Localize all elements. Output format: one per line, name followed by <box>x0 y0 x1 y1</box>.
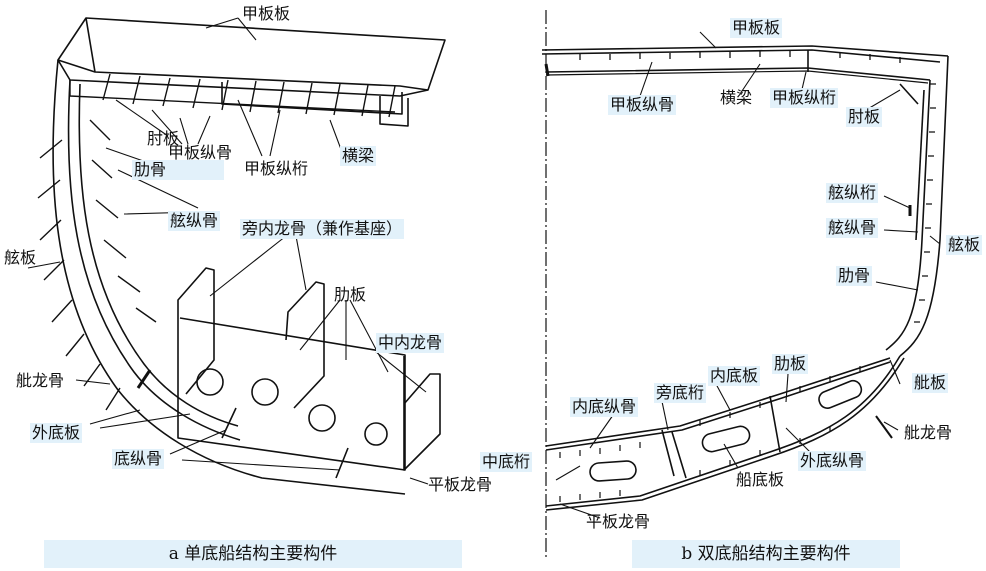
left-side-girder-1 <box>177 267 215 395</box>
right-label-inner-bottom-longitudinal: 内底纵骨 <box>570 397 639 417</box>
left-bottom-longitudinals <box>221 407 349 479</box>
left-label-deck-girder: 甲板纵桁 <box>244 159 309 178</box>
right-label-bottom-plate: 船底板 <box>736 470 785 489</box>
single-bottom-hull-drawing <box>37 17 446 495</box>
left-deck-girder <box>221 82 409 127</box>
right-side-shell <box>899 55 949 357</box>
left-side-longitudinals <box>37 119 157 411</box>
right-lightening-hole-3 <box>818 379 863 409</box>
right-lightening-hole-2 <box>701 425 751 453</box>
right-label-bilge-plate: 舭板 <box>912 373 949 393</box>
right-bracket <box>899 83 919 105</box>
right-label-flat-keel: 平板龙骨 <box>586 512 651 531</box>
right-deck-longitudinals <box>579 51 901 63</box>
left-label-side-girder: 旁内龙骨（兼作基座） <box>240 219 405 239</box>
caption-single-bottom: a 单底船结构主要构件 <box>44 540 462 568</box>
right-label-bracket: 肘板 <box>846 107 883 127</box>
left-side-shell <box>52 59 406 495</box>
left-label-beam: 横梁 <box>340 146 377 166</box>
right-label-deck-longitudinal: 甲板纵骨 <box>608 95 677 115</box>
right-label-bilge-keel: 舭龙骨 <box>904 423 953 442</box>
right-bilge-keel <box>875 415 893 439</box>
left-label-bracket: 肘板 <box>147 129 180 148</box>
left-label-bottom-longitudinal: 底纵骨 <box>112 449 165 469</box>
right-label-frame: 肋骨 <box>836 266 873 286</box>
right-label-side-longitudinal: 舷纵骨 <box>826 218 879 238</box>
right-lightening-hole-1 <box>589 460 637 482</box>
double-bottom-hull-drawing <box>541 10 949 560</box>
right-label-inner-bottom-plate: 内底板 <box>708 366 761 386</box>
right-side-girder <box>661 429 675 477</box>
left-label-deck-longitudinal: 甲板纵骨 <box>168 143 233 162</box>
left-label-bilge-keel: 舭龙骨 <box>16 371 65 390</box>
right-label-side-plate: 舷板 <box>946 235 983 255</box>
right-label-beam: 横梁 <box>720 88 753 107</box>
left-center-keelson <box>403 356 441 471</box>
right-label-bottom-longitudinal: 外底纵骨 <box>798 451 867 471</box>
right-label-floor: 肋板 <box>772 354 809 374</box>
caption-double-bottom: b 双底船结构主要构件 <box>632 540 900 568</box>
right-label-side-stringer: 舷纵桁 <box>826 183 879 203</box>
left-label-flat-keel: 平板龙骨 <box>428 475 493 494</box>
left-label-frame: 肋骨 <box>132 160 224 180</box>
right-outer-bottom <box>545 355 901 507</box>
right-label-deck-girder: 甲板纵桁 <box>770 88 839 108</box>
left-side-girder-2 <box>285 281 325 409</box>
left-leader-lines <box>27 17 429 485</box>
left-label-center-keelson: 中内龙骨 <box>376 333 445 353</box>
left-label-bottom-plate: 外底板 <box>30 423 83 443</box>
left-deck-plate <box>57 17 446 91</box>
left-label-floor: 肋板 <box>334 285 367 304</box>
right-label-deck-plate: 甲板板 <box>730 18 783 38</box>
right-label-center-girder: 中底桁 <box>480 452 533 472</box>
left-frame-line <box>67 79 241 441</box>
right-label-side-girder: 旁底桁 <box>654 383 707 403</box>
left-label-side-plate: 舷板 <box>4 248 37 267</box>
left-bilge-keel-mark <box>136 369 152 389</box>
right-deck-plate <box>541 45 949 57</box>
right-side-longitudinals <box>914 83 936 323</box>
left-label-side-longitudinal: 舷纵骨 <box>168 211 221 231</box>
left-label-deck-plate: 甲板板 <box>242 4 291 23</box>
